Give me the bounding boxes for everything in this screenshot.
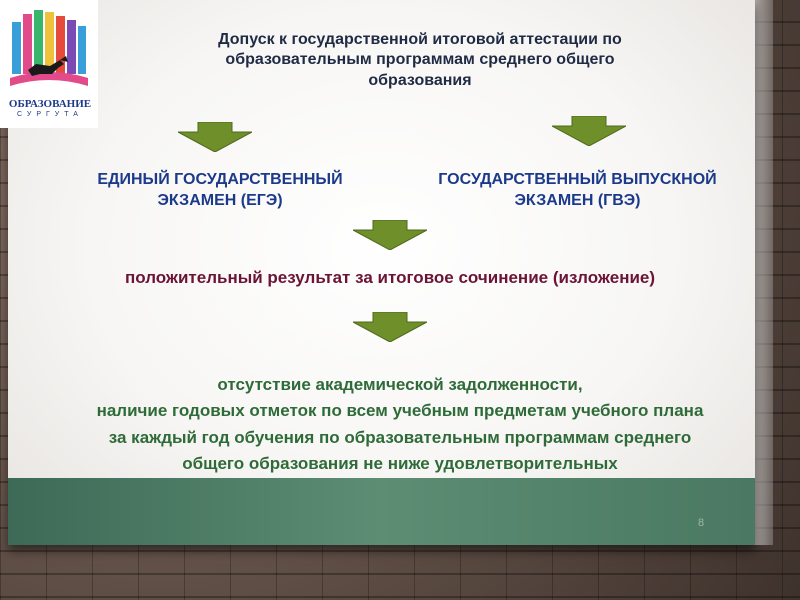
page-title: Допуск к государственной итоговой аттест… (160, 30, 680, 91)
logo: ОБРАЗОВАНИЕ СУРГУТА (0, 0, 98, 128)
page-title-line: образовательным программам среднего обще… (225, 51, 615, 69)
logo-title: ОБРАЗОВАНИЕ (8, 98, 92, 110)
down-arrow-icon (353, 312, 427, 342)
page-title-line: Допуск к государственной итоговой аттест… (218, 31, 622, 48)
requirements-line: отсутствие академической задолженности, (217, 375, 583, 394)
slide-number: 8 (697, 517, 705, 529)
requirements-line: за каждый год обучения по образовательны… (108, 427, 692, 447)
bottom-band (8, 478, 755, 545)
page-title-line: образования (368, 71, 472, 89)
down-arrow-icon (353, 220, 427, 250)
slide (8, 0, 755, 545)
essay-result: положительный результат за итоговое сочи… (124, 268, 656, 287)
down-arrow-icon (178, 122, 252, 152)
exam-ege: ЕДИНЫЙ ГОСУДАРСТВЕННЫЙ ЭКЗАМЕН (ЕГЭ) (50, 170, 390, 212)
exam-ege-line: ЭКЗАМЕН (ЕГЭ) (157, 191, 283, 209)
down-arrow-icon (552, 116, 626, 146)
requirements-line: общего образования не ниже удовлетворите… (182, 454, 618, 474)
exam-gve: ГОСУДАРСТВЕННЫЙ ВЫПУСКНОЙ ЭКЗАМЕН (ГВЭ) (395, 170, 760, 212)
books-fox-logo-icon (10, 10, 88, 86)
requirements-line: наличие годовых отметок по всем учебным … (96, 401, 704, 421)
logo-subtitle: СУРГУТА (17, 111, 83, 118)
exam-gve-line: ГОСУДАРСТВЕННЫЙ ВЫПУСКНОЙ (438, 171, 717, 188)
exam-gve-line: ЭКЗАМЕН (ГВЭ) (514, 191, 641, 209)
requirements: отсутствие академической задолженности, … (40, 372, 760, 477)
slide-edge (755, 0, 773, 545)
exam-ege-line: ЕДИНЫЙ ГОСУДАРСТВЕННЫЙ (97, 171, 343, 188)
